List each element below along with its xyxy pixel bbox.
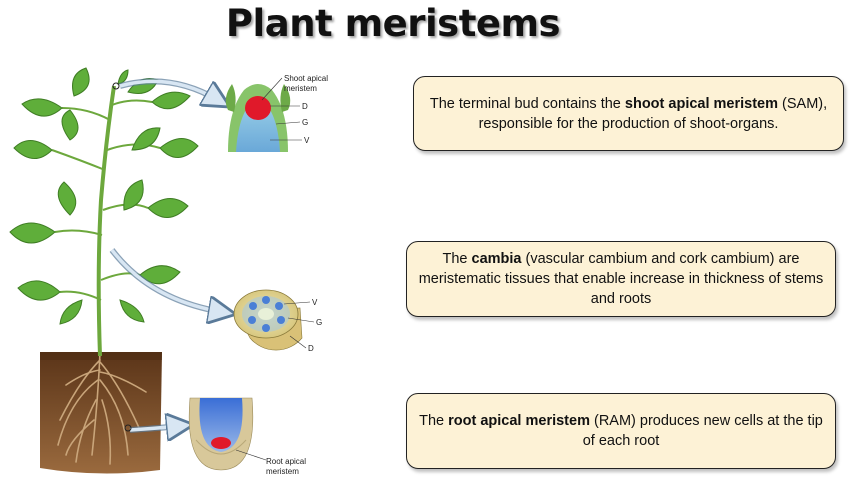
- box1-text-bold: shoot apical meristem: [624, 95, 779, 112]
- shoot-d-label: D: [302, 102, 308, 111]
- box2-text-bold: cambia: [471, 251, 522, 267]
- box3-text-post: (RAM) produces new cells at the tip of e…: [582, 413, 823, 449]
- plant-illustration: Shoot apical meristem D G V V G D Root a…: [9, 67, 328, 476]
- stem-g-label: G: [316, 318, 322, 327]
- shoot-meristem-textbox: The terminal bud contains the shoot apic…: [413, 76, 844, 151]
- shoot-apical-meristem-detail: [225, 84, 291, 152]
- box1-text-pre: The terminal bud contains the: [429, 95, 625, 112]
- box2-text-pre: The: [442, 251, 472, 267]
- shoot-g-label: G: [302, 118, 308, 127]
- roots: [57, 351, 147, 465]
- root-apical-meristem-detail: [188, 397, 254, 471]
- stem-d-label: D: [308, 344, 314, 353]
- cambia-textbox: The cambia (vascular cambium and cork ca…: [406, 241, 836, 317]
- shoot-apical-label-1: Shoot apical: [284, 74, 328, 83]
- shoot-apical-label-2: meristem: [284, 84, 317, 93]
- stem-cross-section-detail: [233, 289, 303, 351]
- box2-text-post: (vascular cambium and cork cambium) are …: [418, 251, 824, 307]
- shoot-v-label: V: [304, 136, 310, 145]
- soil: [40, 352, 162, 474]
- root-apical-label-1: Root apical: [266, 457, 306, 466]
- root-apical-label-2: meristem: [266, 467, 299, 476]
- root-meristem-textbox: The root apical meristem (RAM) produces …: [406, 393, 836, 469]
- box1-text-post: (SAM), responsible for the production of…: [478, 95, 828, 132]
- box3-text-bold: root apical meristem: [448, 413, 590, 429]
- stem: [96, 85, 116, 357]
- box3-text-pre: The: [419, 413, 449, 429]
- page-title: Plant meristems: [225, 2, 561, 45]
- stem-v-label: V: [312, 298, 318, 307]
- leaves: [9, 67, 199, 325]
